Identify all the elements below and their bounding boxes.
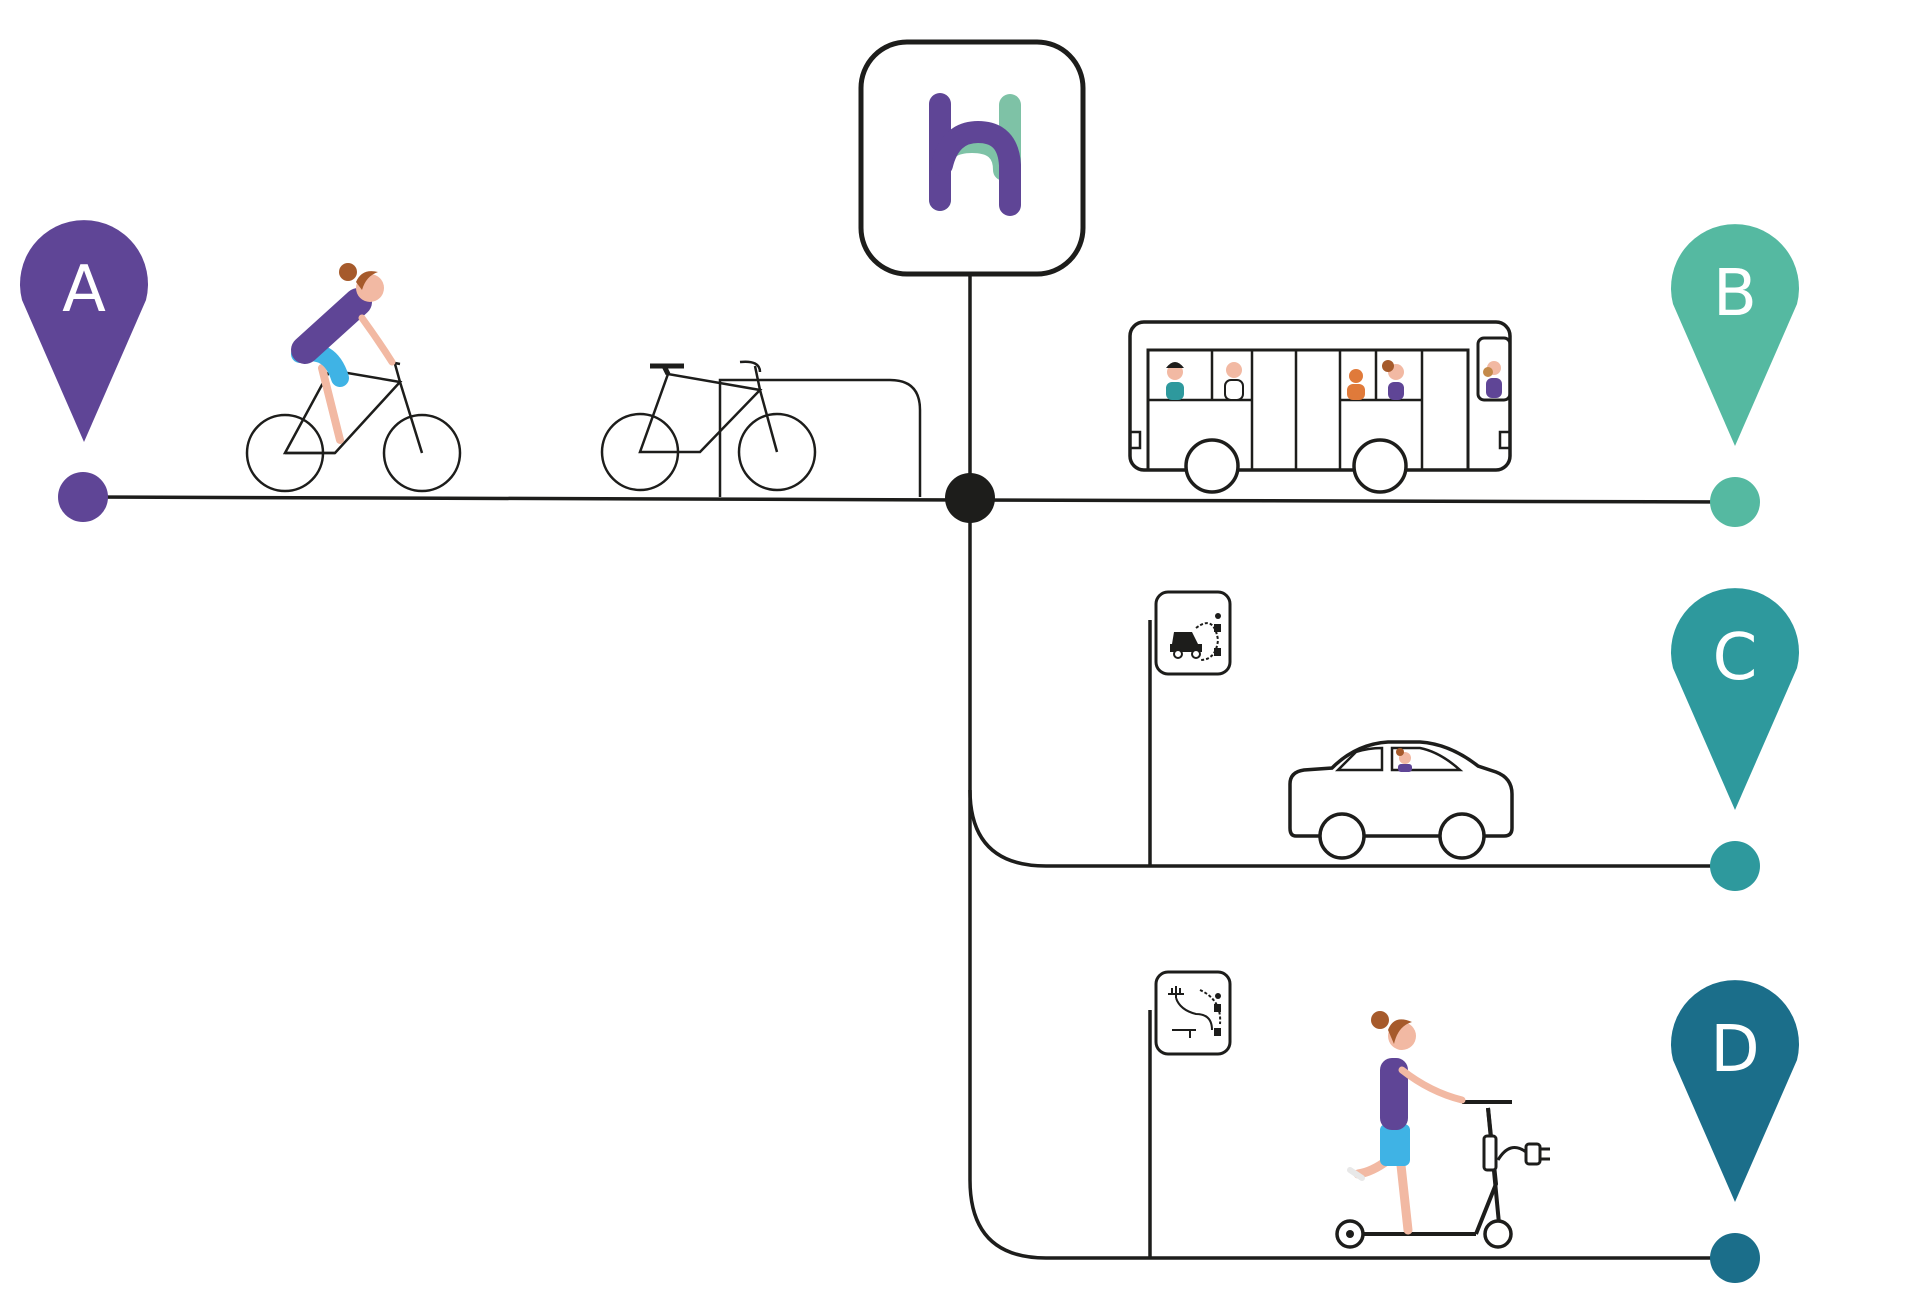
- scooter-person: [1347, 1011, 1466, 1235]
- bicycle-icon: [245, 358, 462, 493]
- pin-c-node: [1710, 841, 1760, 891]
- pin-b-letter: B: [1713, 257, 1757, 331]
- pin-d: D: [1671, 980, 1799, 1283]
- car-icon: [1288, 740, 1514, 860]
- shared-car-sign: [1148, 590, 1232, 866]
- shared-car-sign-icon: [1154, 590, 1232, 676]
- pin-b: B: [1671, 224, 1799, 527]
- pin-d-node: [1710, 1233, 1760, 1283]
- cyclist-person: [291, 263, 396, 444]
- bus-passengers: [1166, 360, 1502, 401]
- bike-rack: [600, 360, 922, 497]
- e-scooter-rider: [1335, 1011, 1550, 1249]
- route-hub-to-d: [968, 790, 1735, 1260]
- hub-node: [945, 473, 995, 523]
- route-a-to-hub: [82, 495, 971, 502]
- cyclist: [245, 263, 462, 493]
- e-scooter-icon: [1335, 1100, 1550, 1249]
- route-hub-to-b: [969, 498, 1736, 504]
- pin-a-letter: A: [62, 253, 106, 327]
- parked-bicycle-icon: [600, 360, 817, 492]
- pin-b-node: [1710, 477, 1760, 527]
- pin-d-letter: D: [1710, 1013, 1759, 1087]
- bike-rack-icon: [718, 378, 922, 497]
- pin-c-letter: C: [1713, 621, 1758, 695]
- hub-logo-box: [858, 39, 1086, 277]
- hub: [858, 39, 1086, 523]
- shared-scooter-sign: [1148, 970, 1232, 1258]
- routes: [82, 274, 1736, 1260]
- bus-icon: [1128, 320, 1512, 494]
- hub-logo-icon: [929, 93, 1021, 216]
- pin-a: A: [19, 220, 148, 522]
- pin-a-node: [58, 472, 108, 522]
- pin-c: C: [1671, 588, 1799, 891]
